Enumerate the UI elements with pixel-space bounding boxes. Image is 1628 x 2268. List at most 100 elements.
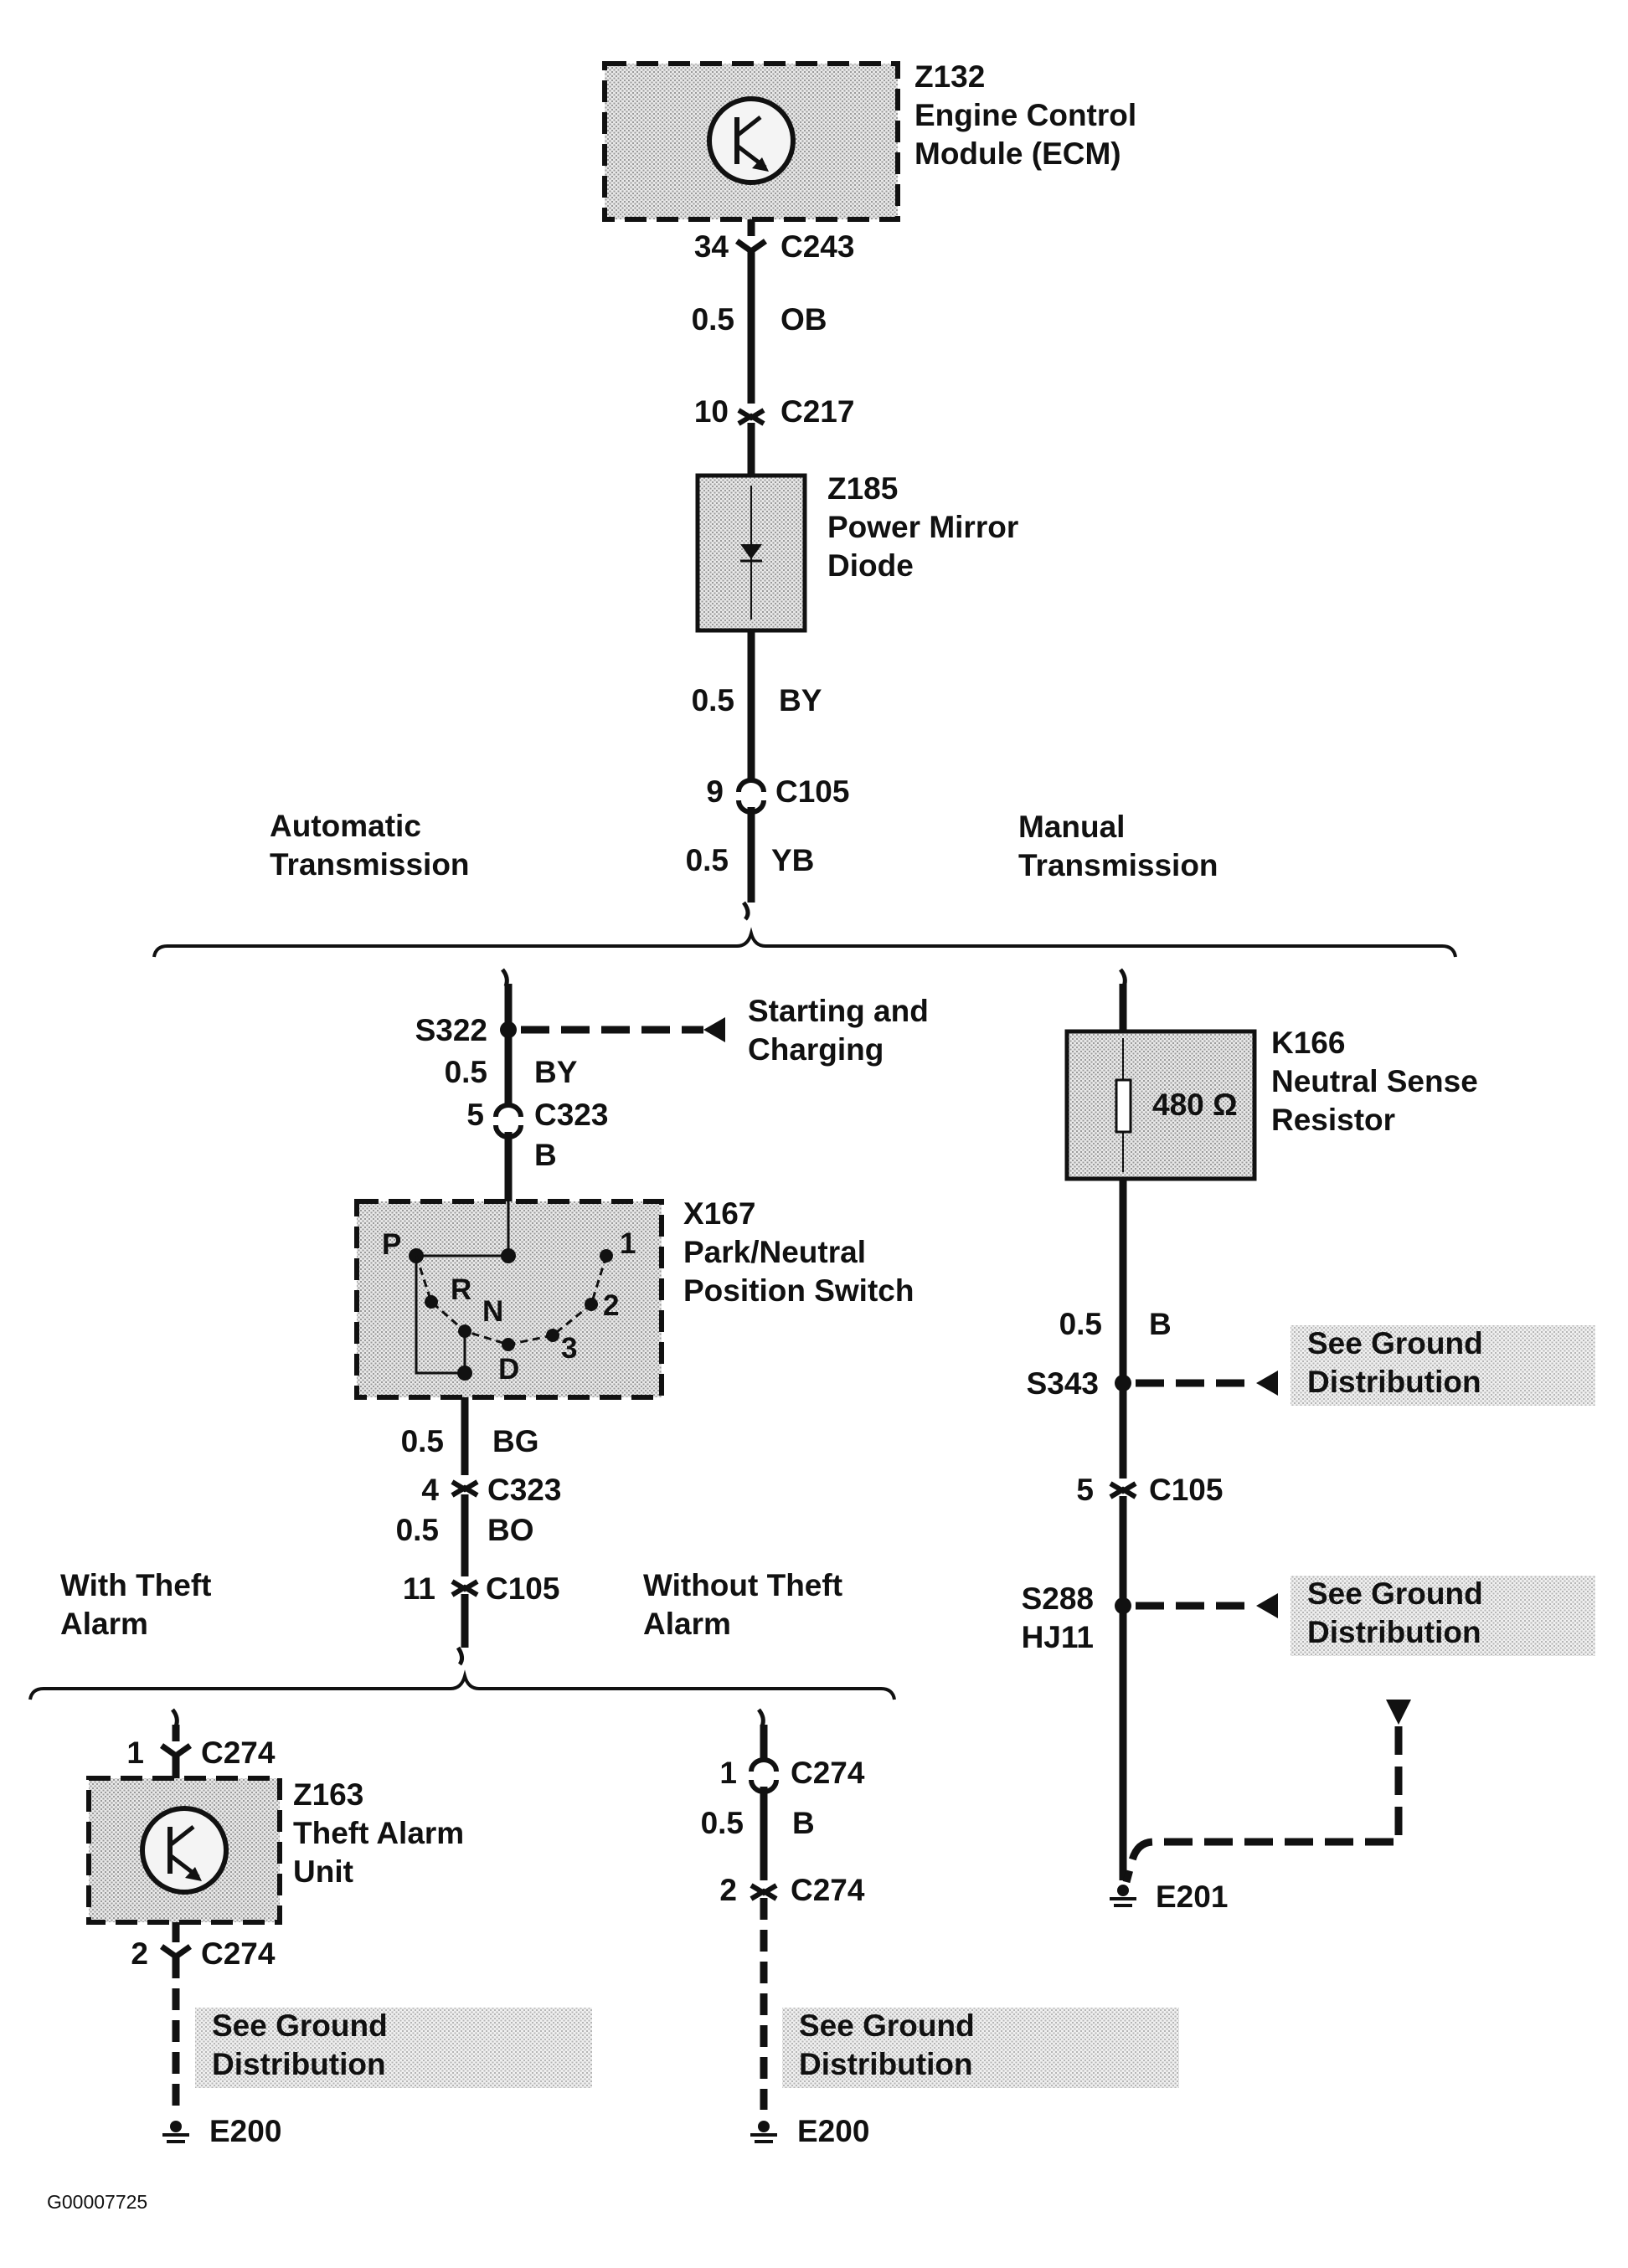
notheft-ground-box-line2: Distribution (799, 2047, 973, 2081)
wire-bo-size: 0.5 (396, 1513, 439, 1547)
s343-ground-distribution-note: See Ground Distribution (1291, 1325, 1595, 1406)
starting-charging-line1: Starting and (748, 994, 929, 1028)
switch-pos-3: 3 (561, 1332, 577, 1365)
switch-pos-n: N (482, 1295, 503, 1328)
diode-name-line1: Power Mirror (827, 510, 1018, 544)
branch-auto-line1: Automatic (270, 809, 421, 843)
arrow-left-icon (703, 1017, 725, 1042)
wire-by-top-size: 0.5 (692, 683, 734, 717)
wire-ob-color: OB (781, 302, 827, 337)
switch-id: X167 (683, 1196, 755, 1231)
switch-pos-p: P (382, 1228, 401, 1261)
ground-icon (750, 2121, 777, 2143)
switch-name-line2: Position Switch (683, 1273, 914, 1308)
transmission-branch-brace (152, 927, 1457, 958)
connector-inline-icon (750, 1883, 778, 1901)
splice-s322-id: S322 (415, 1013, 487, 1047)
theft-conn-top-pin: 1 (126, 1736, 144, 1770)
resistor-value: 480 Ω (1152, 1088, 1238, 1122)
wire-yb-color: YB (771, 843, 814, 877)
ecm-component: Z132 Engine Control Module (ECM) (602, 59, 1136, 222)
connector-male-icon (159, 1743, 193, 1760)
c105-mid-id: C105 (486, 1571, 559, 1606)
diode-id: Z185 (827, 471, 898, 506)
ecm-name-line1: Engine Control (914, 98, 1136, 132)
c323-top-id: C323 (534, 1098, 608, 1132)
connector-male-icon (734, 239, 768, 255)
wire-break-icon (456, 1646, 465, 1666)
switch-pos-1: 1 (620, 1227, 636, 1260)
wire-bo-color: BO (487, 1513, 534, 1547)
splice-s288-dot (1115, 1597, 1131, 1614)
notheft-ground-box-line1: See Ground (799, 2008, 975, 2043)
splice-s288-id: S288 (1022, 1581, 1094, 1616)
switch-pos-2: 2 (603, 1289, 619, 1322)
notheft-wire-color: B (792, 1806, 815, 1840)
wire-bg-color: BG (492, 1424, 539, 1458)
theft-branch-brace (28, 1669, 896, 1700)
manual-ground-id: E201 (1156, 1880, 1228, 1914)
manual-wire-lower (1109, 1179, 1137, 1880)
starting-charging-line2: Charging (748, 1032, 884, 1067)
e201-dashed-wire (1122, 1726, 1403, 1884)
branch-manual-line2: Transmission (1018, 848, 1218, 882)
arrow-down-icon (1386, 1700, 1411, 1725)
s288-ground-box-line2: Distribution (1307, 1615, 1481, 1649)
theft-unit-name-line1: Theft Alarm (293, 1816, 464, 1850)
wire-break-icon (170, 1708, 179, 1727)
resistor-id: K166 (1271, 1026, 1345, 1060)
branch-no-theft-line1: Without Theft (643, 1568, 842, 1602)
c217-id: C217 (781, 394, 854, 429)
wire-break-icon (756, 1708, 765, 1727)
s288-ground-distribution-note: See Ground Distribution (1291, 1576, 1595, 1656)
c323-top-color: B (534, 1138, 557, 1172)
resistor-name-line1: Neutral Sense (1271, 1064, 1478, 1098)
notheft-conn-top-id: C274 (791, 1756, 865, 1790)
theft-alarm-unit: Z163 Theft Alarm Unit (86, 1776, 464, 1925)
theft-conn-bottom-pin: 2 (131, 1936, 148, 1971)
switch-pos-d: D (498, 1353, 519, 1386)
splice-s322-dot (500, 1021, 517, 1038)
branch-theft-line2: Alarm (60, 1607, 148, 1641)
theft-ground-box-line2: Distribution (212, 2047, 386, 2081)
figure-id: G00007725 (47, 2191, 147, 2213)
main-wire-middle (736, 630, 766, 921)
s343-ground-box-line2: Distribution (1307, 1365, 1481, 1399)
theft-conn-bottom-id: C274 (201, 1936, 276, 1971)
ground-icon (162, 2121, 189, 2143)
notheft-conn-bottom-id: C274 (791, 1873, 865, 1907)
c323-top-pin: 5 (466, 1098, 484, 1132)
c105-top-id: C105 (775, 774, 849, 809)
ecm-id: Z132 (914, 59, 985, 94)
c105-manual-pin: 5 (1076, 1473, 1094, 1507)
transistor-icon (707, 96, 796, 185)
connector-inline-icon (451, 1579, 479, 1597)
neutral-sense-resistor: 480 Ω K166 Neutral Sense Resistor (1064, 1026, 1478, 1181)
wire-by-top-color: BY (779, 683, 822, 717)
splice-s343-id: S343 (1027, 1366, 1099, 1401)
diode-icon (740, 544, 762, 559)
connector-inline-icon (451, 1479, 479, 1498)
theft-unit-id: Z163 (293, 1777, 363, 1812)
theft-ground-distribution-note: See Ground Distribution (195, 2008, 592, 2088)
theft-ground-box-line1: See Ground (212, 2008, 388, 2043)
s343-ground-box-line1: See Ground (1307, 1326, 1483, 1360)
wire-bg-size: 0.5 (401, 1424, 444, 1458)
connector-inline-icon (1109, 1481, 1137, 1499)
c323-bottom-pin: 4 (421, 1473, 439, 1507)
notheft-wire-size: 0.5 (701, 1806, 744, 1840)
park-neutral-switch: P R N D 3 2 1 X167 Park/Neutral Position… (354, 1196, 914, 1400)
theft-wire (159, 1708, 193, 1778)
resistor-name-line2: Resistor (1271, 1103, 1395, 1137)
arrow-left-icon (1256, 1371, 1278, 1396)
notheft-ground-id: E200 (797, 2114, 869, 2148)
main-wire-top (734, 219, 768, 476)
switch-pos-r: R (451, 1273, 471, 1306)
notheft-conn-top-pin: 1 (719, 1756, 737, 1790)
branch-auto-line2: Transmission (270, 847, 470, 882)
ecm-connector-pin: 34 (694, 229, 729, 264)
wire-ob-size: 0.5 (692, 302, 734, 337)
connector-inline-icon (737, 408, 765, 426)
wire-by-mid-size: 0.5 (445, 1055, 487, 1089)
